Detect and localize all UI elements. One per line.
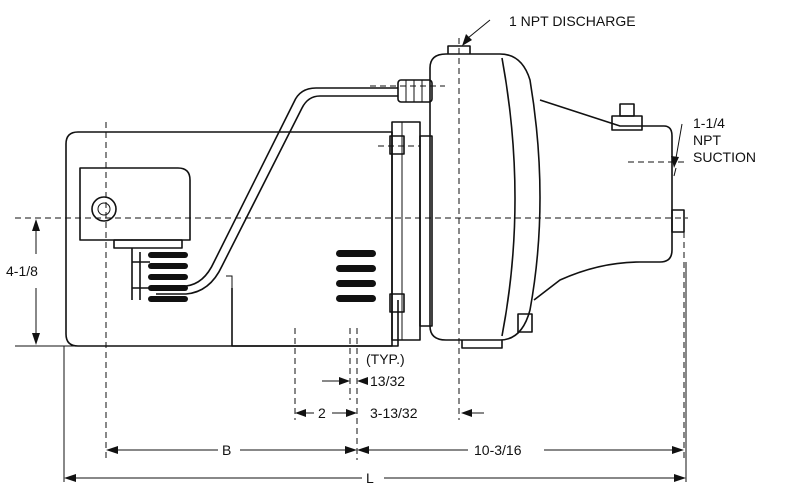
dim-10-3-16-label: 10-3/16 bbox=[474, 442, 522, 458]
height-dimension: 4-1/8 bbox=[6, 219, 232, 347]
suction-callout: 1-1/4 NPT SUCTION bbox=[671, 115, 756, 177]
typical-label: (TYP.) bbox=[366, 351, 405, 367]
capacitor-box bbox=[79, 167, 191, 241]
dim-b-label: B bbox=[222, 442, 231, 458]
dim-l-label: L bbox=[366, 470, 374, 486]
switch-linkage bbox=[131, 248, 150, 300]
conduit-knockout-inner bbox=[97, 202, 111, 216]
drain-plug bbox=[517, 313, 533, 333]
b-dimension: B bbox=[106, 442, 357, 458]
discharge-callout: 1 NPT DISCHARGE bbox=[462, 13, 636, 46]
dim-2-label: 2 bbox=[318, 405, 326, 421]
volute-housing bbox=[429, 53, 541, 341]
motor-housing bbox=[65, 131, 393, 347]
suction-side-plug bbox=[671, 209, 685, 233]
foot-hole-dimensions: (TYP.) 13/32 2 3-13/32 bbox=[295, 351, 484, 421]
suction-body bbox=[533, 99, 673, 301]
foot-clip bbox=[226, 275, 233, 288]
discharge-label: 1 NPT DISCHARGE bbox=[509, 13, 636, 29]
hole-width-label: 13/32 bbox=[370, 373, 405, 389]
pump-casing bbox=[429, 45, 685, 349]
l-dimension: L bbox=[63, 262, 687, 486]
dim-3-13-32-label: 3-13/32 bbox=[370, 405, 418, 421]
flange-bolt-top bbox=[389, 135, 405, 155]
conduit-knockout bbox=[91, 196, 117, 222]
priming-plug-base bbox=[611, 115, 643, 131]
height-label: 4-1/8 bbox=[6, 263, 38, 279]
box-base bbox=[113, 239, 183, 249]
adapter-flange bbox=[389, 121, 433, 341]
overall-pump-dimension: 10-3/16 bbox=[357, 232, 685, 460]
suction-size-label: 1-1/4 bbox=[693, 115, 725, 131]
drain-boss bbox=[461, 340, 503, 349]
tube-fitting bbox=[397, 79, 433, 103]
suction-label: SUCTION bbox=[693, 149, 756, 165]
priming-plug bbox=[619, 103, 635, 117]
tube-outer bbox=[156, 87, 398, 287]
tube-inner bbox=[156, 95, 398, 295]
discharge-boss bbox=[447, 45, 471, 54]
flange-bolt-bottom bbox=[389, 293, 405, 313]
motor-cooling-fins-right bbox=[336, 250, 376, 302]
centerlines bbox=[15, 38, 688, 460]
mounting-foot bbox=[231, 288, 399, 347]
seal-plate bbox=[419, 135, 433, 327]
suction-thread-label: NPT bbox=[693, 132, 721, 148]
motor bbox=[65, 131, 399, 347]
pressure-tube bbox=[156, 79, 433, 295]
volute-seam bbox=[501, 57, 516, 337]
